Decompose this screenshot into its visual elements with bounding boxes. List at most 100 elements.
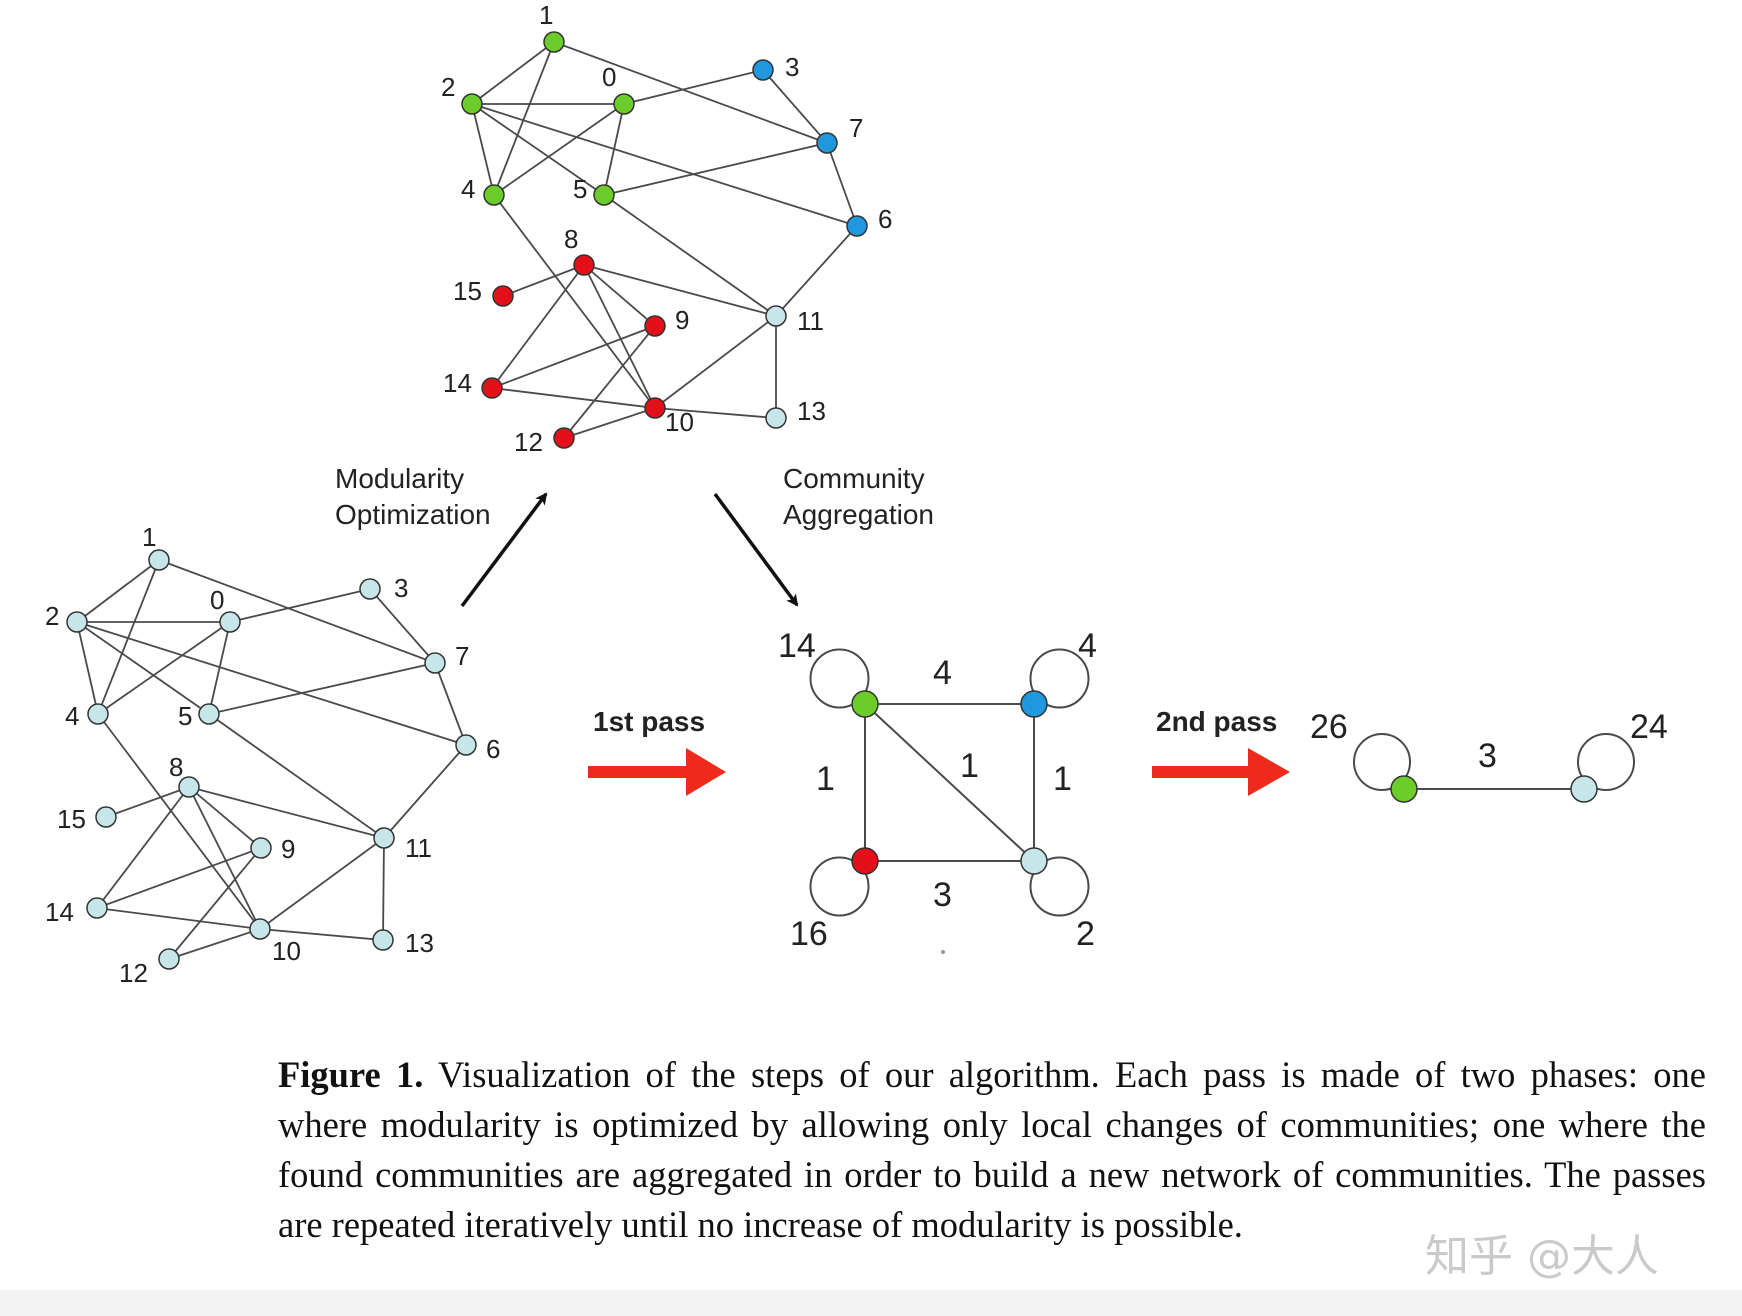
original-edge-10-13 <box>259 928 384 941</box>
first-pass-node-r <box>851 847 879 875</box>
optimized-node-label-2: 2 <box>441 72 455 102</box>
optimized-edge-4-10 <box>493 194 656 409</box>
optimized-node-13 <box>765 407 787 429</box>
second-pass-arrow-shaft <box>1152 766 1258 778</box>
optimized-edge-8-10 <box>583 264 656 409</box>
optimized-node-5 <box>593 184 615 206</box>
original-node-12 <box>158 948 180 970</box>
optimized-edge-10-14 <box>491 387 656 409</box>
optimized-node-11 <box>765 305 787 327</box>
first-pass-edge-g-l <box>864 703 1035 862</box>
original-node-4 <box>87 703 109 725</box>
optimized-edge-10-12 <box>563 407 656 439</box>
optimized-edge-10-11 <box>654 315 777 409</box>
original-node-14 <box>86 897 108 919</box>
optimized-node-9 <box>644 315 666 337</box>
first-pass-arrow <box>588 748 726 796</box>
optimized-edge-8-11 <box>583 264 777 317</box>
optimized-node-label-7: 7 <box>849 113 863 143</box>
second-pass-label: 2nd pass <box>1156 706 1277 737</box>
optimized-node-label-4: 4 <box>461 174 475 204</box>
first-pass-edge-label-g-l: 1 <box>960 747 979 785</box>
second-pass-node-L <box>1570 775 1598 803</box>
first-pass-arrow-shaft <box>588 766 696 778</box>
original-node-label-11: 11 <box>405 833 432 863</box>
original-node-13 <box>372 929 394 951</box>
original-node-11 <box>373 827 395 849</box>
bottom-bar <box>0 1290 1742 1316</box>
original-edge-6-7 <box>434 662 467 746</box>
original-edge-2-5 <box>76 621 210 715</box>
original-edge-10-14 <box>96 907 261 930</box>
original-node-label-9: 9 <box>281 834 295 864</box>
optimized-edge-10-13 <box>654 407 777 419</box>
first-pass-label: 1st pass <box>593 706 705 737</box>
original-edge-3-7 <box>369 588 436 664</box>
original-edge-5-7 <box>208 662 436 715</box>
first-pass-arrow-head <box>686 748 726 796</box>
original-node-label-5: 5 <box>178 701 192 731</box>
optimized-node-label-12: 12 <box>514 427 543 457</box>
first-pass-node-weight-b: 4 <box>1078 627 1097 665</box>
second-pass-arrow <box>1152 748 1290 796</box>
original-node-label-6: 6 <box>486 734 500 764</box>
optimized-node-0 <box>613 93 635 115</box>
original-node-9 <box>250 837 272 859</box>
original-node-label-3: 3 <box>394 573 408 603</box>
original-edge-2-4 <box>76 621 99 715</box>
original-edge-8-11 <box>188 786 385 839</box>
optimized-edge-8-14 <box>491 264 585 389</box>
optimized-edge-5-11 <box>603 194 777 317</box>
original-node-10 <box>249 918 271 940</box>
first-pass-node-weight-g: 14 <box>778 627 816 665</box>
original-node-8 <box>178 776 200 798</box>
optimized-node-label-5: 5 <box>573 174 587 204</box>
original-edge-10-12 <box>168 928 261 960</box>
first-pass-node-g <box>851 690 879 718</box>
optimized-node-label-11: 11 <box>797 306 824 336</box>
original-edge-9-14 <box>96 847 262 909</box>
first-pass-self-loop-g <box>809 648 870 709</box>
first-pass-self-loop-r <box>809 856 870 917</box>
first-pass-edge-label-g-b: 4 <box>933 654 952 692</box>
original-edge-1-2 <box>76 559 160 623</box>
original-edge-8-15 <box>105 786 190 818</box>
optimized-edge-6-11 <box>775 225 858 317</box>
aggregation-label-line1: Community <box>783 463 925 494</box>
original-edge-8-9 <box>188 786 262 849</box>
modularity-label-line1: Modularity <box>335 463 464 494</box>
optimized-edge-9-14 <box>491 325 656 389</box>
optimized-node-label-10: 10 <box>665 407 694 437</box>
original-node-label-4: 4 <box>65 701 79 731</box>
optimized-edge-6-7 <box>826 142 858 227</box>
optimized-edge-2-5 <box>471 103 605 196</box>
original-edge-6-11 <box>383 744 467 839</box>
original-node-7 <box>424 652 446 674</box>
optimized-node-2 <box>461 93 483 115</box>
original-node-label-0: 0 <box>210 585 224 615</box>
optimized-node-label-13: 13 <box>797 396 826 426</box>
optimized-node-label-8: 8 <box>564 224 578 254</box>
original-node-6 <box>455 734 477 756</box>
original-node-label-12: 12 <box>119 958 148 988</box>
modularity-optimization-arrow <box>460 492 548 608</box>
original-edge-10-11 <box>259 837 385 930</box>
original-node-2 <box>66 611 88 633</box>
optimized-edge-1-4 <box>493 41 555 196</box>
stray-dot <box>941 950 945 954</box>
first-pass-edge-label-b-l: 1 <box>1053 760 1072 798</box>
original-node-0 <box>219 611 241 633</box>
first-pass-node-weight-l: 2 <box>1076 915 1095 953</box>
optimized-edge-8-15 <box>502 264 585 297</box>
optimized-edge-3-7 <box>762 69 828 144</box>
aggregation-label-line2: Aggregation <box>783 499 934 530</box>
figure-caption: Figure 1. Visualization of the steps of … <box>278 1050 1706 1250</box>
optimized-node-7 <box>816 132 838 154</box>
optimized-node-label-1: 1 <box>539 0 553 30</box>
optimized-node-10 <box>644 397 666 419</box>
optimized-edge-2-6 <box>471 103 858 227</box>
second-pass-self-loop-G <box>1353 733 1411 791</box>
